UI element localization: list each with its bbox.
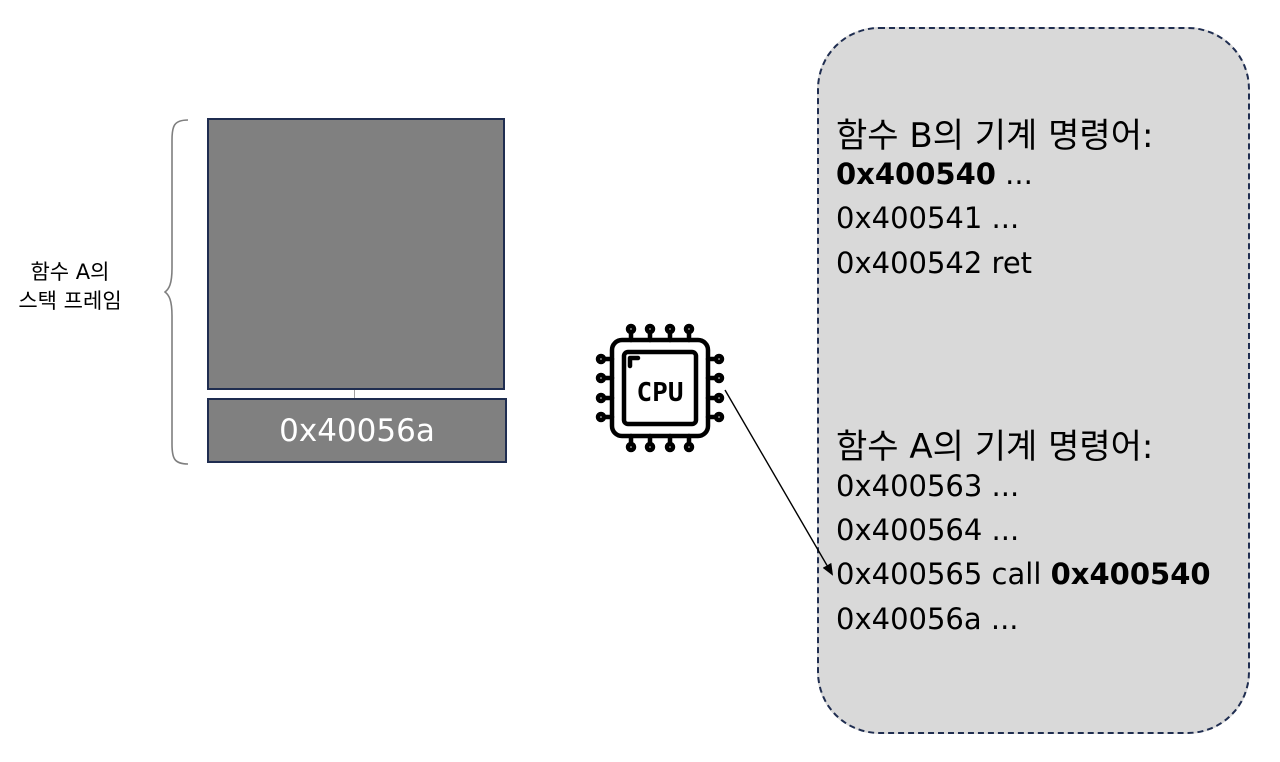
cpu-chip-icon: CPU — [595, 323, 725, 453]
return-address-value: 0x40056a — [279, 412, 435, 449]
instruction-address: 0x400540 — [836, 157, 996, 191]
curly-brace-icon — [164, 119, 189, 465]
function-b-line: 0x400540 ... — [836, 157, 1033, 191]
instruction-address: 0x400564 — [836, 513, 983, 547]
function-b-title: 함수 B의 기계 명령어: — [836, 116, 1154, 156]
frame-divider — [354, 390, 355, 398]
instruction-text: ... — [982, 513, 1020, 547]
stack-frame-label: 함수 A의 스택 프레임 — [6, 258, 134, 316]
instruction-address: 0x40056a — [836, 602, 982, 636]
call-target-address: 0x400540 — [1050, 557, 1211, 591]
instruction-address: 0x400541 — [836, 201, 983, 235]
instruction-text: ... — [981, 602, 1019, 636]
cpu-label: CPU — [637, 378, 684, 408]
function-a-line: 0x400565 call 0x400540 — [836, 557, 1211, 591]
function-a-line: 0x40056a ... — [836, 602, 1019, 636]
stack-frame-label-line1: 함수 A의 — [30, 260, 110, 284]
instruction-text: ... — [995, 157, 1033, 191]
stack-frame-box — [207, 118, 505, 390]
instruction-text: call — [982, 557, 1051, 591]
function-b-line: 0x400541 ... — [836, 201, 1019, 235]
return-address-cell: 0x40056a — [207, 398, 507, 463]
stack-frame-label-line2: 스택 프레임 — [18, 289, 122, 313]
instruction-text: ret — [982, 246, 1033, 280]
instruction-text: ... — [982, 469, 1020, 503]
instruction-text: ... — [982, 201, 1020, 235]
instruction-address: 0x400565 — [836, 557, 983, 591]
instruction-address: 0x400542 — [836, 246, 983, 280]
memory-panel — [817, 27, 1250, 734]
function-b-line: 0x400542 ret — [836, 246, 1032, 280]
function-a-line: 0x400563 ... — [836, 469, 1019, 503]
instruction-address: 0x400563 — [836, 469, 983, 503]
function-a-title: 함수 A의 기계 명령어: — [836, 427, 1154, 467]
function-a-line: 0x400564 ... — [836, 513, 1019, 547]
